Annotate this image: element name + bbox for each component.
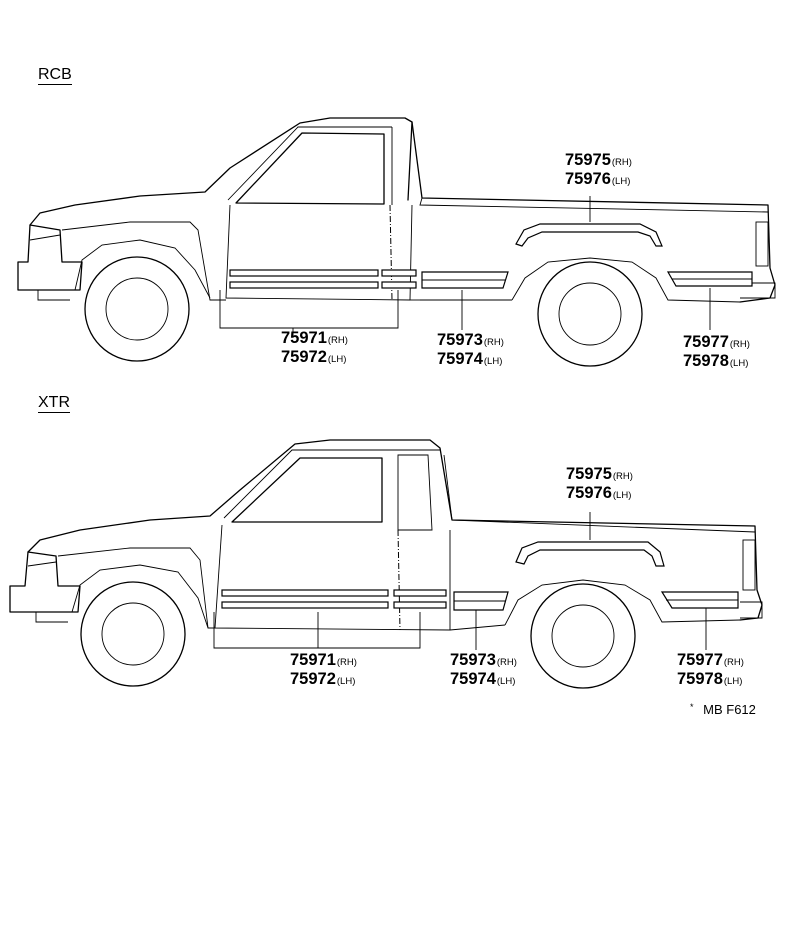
side-suffix: (LH) (612, 490, 632, 501)
part-number: 75978 (683, 352, 729, 370)
side-suffix: (RH) (611, 157, 632, 168)
figure-reference-mark: * (690, 702, 694, 712)
part-number: 75975 (566, 465, 612, 483)
part-number: 75972 (290, 670, 336, 688)
part-number: 75977 (677, 651, 723, 669)
side-suffix: (RH) (483, 337, 504, 348)
side-suffix: (RH) (496, 657, 517, 668)
side-suffix: (RH) (612, 471, 633, 482)
callout-rcb-bed-rear-mould: 75977(RH) 75978(LH) (683, 334, 750, 372)
part-number: 75974 (437, 350, 483, 368)
truck-rcb-illustration (17, 117, 776, 367)
callout-xtr-bed-front-mould: 75973(RH) 75974(LH) (450, 652, 517, 690)
side-suffix: (LH) (483, 356, 503, 367)
section-label-xtr: XTR (38, 394, 70, 413)
section-label-rcb: RCB (38, 66, 72, 85)
part-number: 75971 (290, 651, 336, 669)
side-suffix: (LH) (729, 358, 749, 369)
part-number: 75975 (565, 151, 611, 169)
part-number: 75976 (565, 170, 611, 188)
side-suffix: (LH) (496, 676, 516, 687)
side-suffix: (RH) (336, 657, 357, 668)
callout-rcb-door-mould: 75971(RH) 75972(LH) (281, 330, 348, 368)
part-number: 75977 (683, 333, 729, 351)
side-suffix: (RH) (327, 335, 348, 346)
part-number: 75973 (450, 651, 496, 669)
callout-xtr-bed-rear-mould: 75977(RH) 75978(LH) (677, 652, 744, 690)
part-number: 75976 (566, 484, 612, 502)
part-number: 75973 (437, 331, 483, 349)
truck-xtr-illustration (9, 439, 763, 689)
side-suffix: (LH) (611, 176, 631, 187)
callout-xtr-door-mould: 75971(RH) 75972(LH) (290, 652, 357, 690)
callout-xtr-wheel-arch-mould: 75975(RH) 75976(LH) (566, 466, 633, 504)
callout-rcb-bed-front-mould: 75973(RH) 75974(LH) (437, 332, 504, 370)
part-number: 75978 (677, 670, 723, 688)
side-suffix: (LH) (327, 354, 347, 365)
side-suffix: (LH) (336, 676, 356, 687)
side-suffix: (LH) (723, 676, 743, 687)
part-number: 75972 (281, 348, 327, 366)
part-number: 75974 (450, 670, 496, 688)
side-suffix: (RH) (723, 657, 744, 668)
figure-reference: * MB F612 (690, 702, 756, 717)
side-suffix: (RH) (729, 339, 750, 350)
figure-reference-code: MB F612 (703, 702, 756, 717)
part-number: 75971 (281, 329, 327, 347)
callout-rcb-wheel-arch-mould: 75975(RH) 75976(LH) (565, 152, 632, 190)
